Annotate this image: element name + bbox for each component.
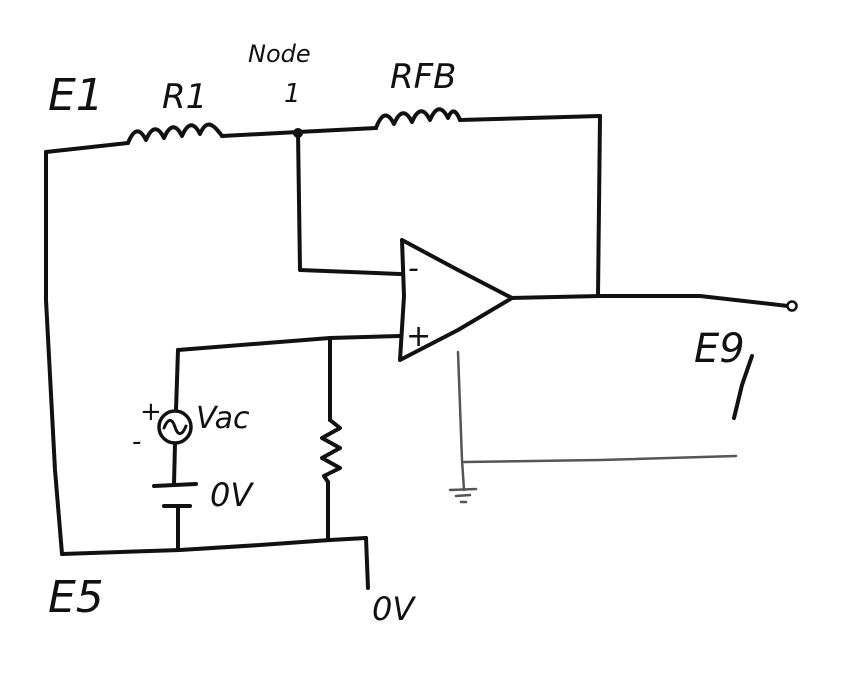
output-terminal	[786, 300, 798, 312]
ac-source-sine-icon	[162, 418, 188, 436]
wire-left-vertical	[44, 150, 64, 556]
wire-to-source	[174, 348, 180, 412]
label-rfb: RFB	[390, 57, 457, 97]
ac-source-circle	[157, 409, 193, 445]
wire-noninverting-input	[176, 334, 402, 352]
ground-icon	[448, 487, 478, 504]
label-e1: E1	[48, 70, 104, 121]
ground-return-wire	[462, 454, 738, 464]
label-source-plus: +	[140, 397, 162, 427]
node-1-junction-dot	[293, 128, 303, 138]
wire-feedback-vertical	[596, 114, 602, 298]
label-e9: E9	[694, 326, 745, 372]
op-amp-ground-lead	[456, 350, 466, 492]
label-battery-0v: 0V	[210, 476, 254, 514]
label-opamp-plus: +	[406, 319, 431, 354]
label-e5: E5	[48, 572, 104, 623]
wire-node-to-rfb	[296, 126, 378, 134]
wire-node-down	[296, 130, 402, 276]
wire-rfb-to-feedback	[458, 114, 602, 122]
wire-source-to-battery	[172, 442, 177, 486]
wire-r1-to-node	[220, 130, 300, 138]
wires	[44, 114, 790, 590]
wire-ground-drop	[364, 536, 370, 590]
op-amp-ground	[448, 350, 738, 504]
wire-e1-to-r1	[44, 141, 130, 154]
label-node-number: 1	[284, 79, 301, 109]
label-ground-0v: 0V	[372, 590, 416, 628]
label-source-minus: -	[132, 427, 141, 457]
e9-hook	[732, 354, 754, 420]
resistor-rfb	[374, 107, 462, 130]
label-vac: Vac	[196, 401, 250, 436]
wire-bottom	[60, 536, 368, 556]
label-opamp-minus: -	[408, 251, 419, 286]
label-r1: R1	[162, 77, 207, 117]
resistor-r1	[126, 122, 224, 145]
resistor-vertical	[320, 418, 342, 484]
wire-output	[508, 294, 790, 308]
battery-long-plate	[152, 482, 198, 488]
label-node: Node	[248, 40, 311, 68]
op-amp-triangle	[398, 238, 514, 362]
